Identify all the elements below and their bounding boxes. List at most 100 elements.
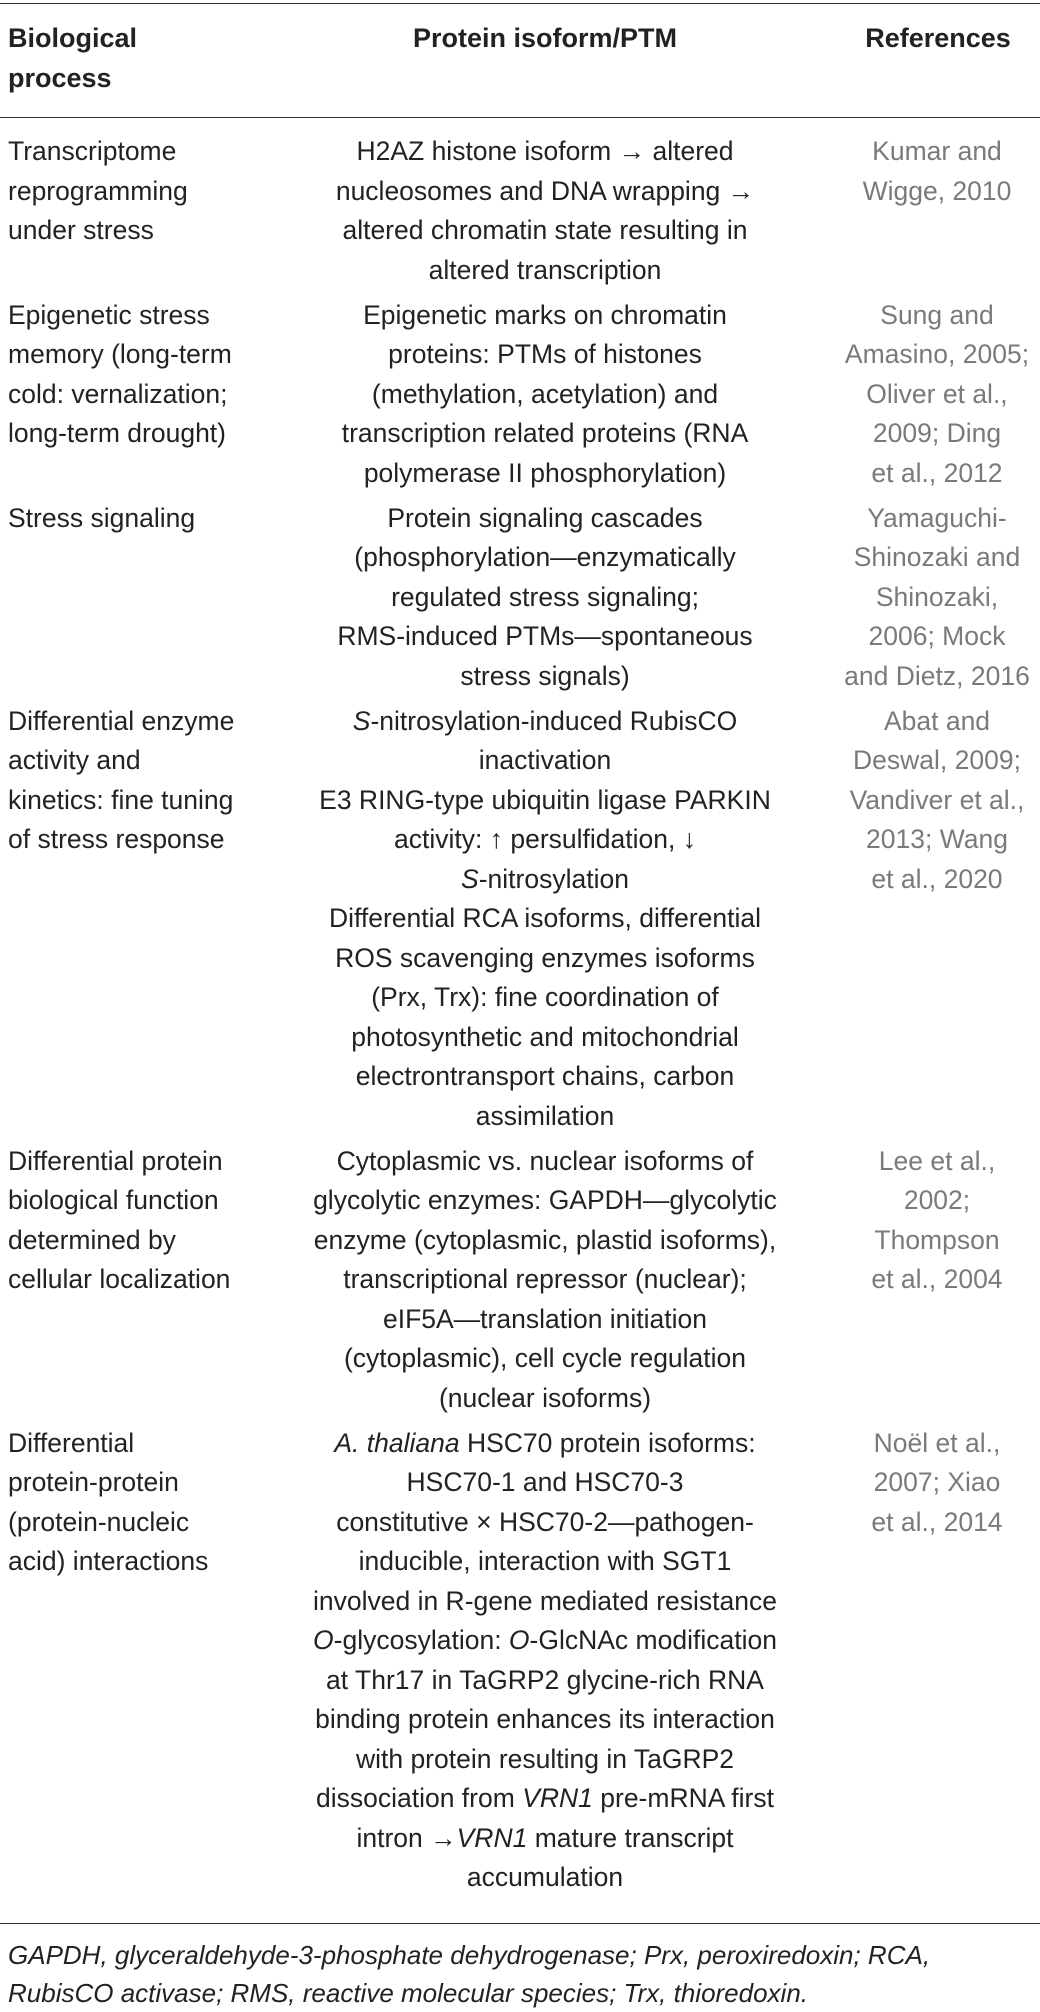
table-row: Epigenetic stress memory (long-term cold: …: [0, 296, 1040, 499]
protein-line: inducible, interaction with SGT1: [358, 1546, 732, 1576]
process-line: Differential protein: [8, 1145, 223, 1176]
protein-line: at Thr17 in TaGRP2 glycine-rich RNA: [326, 1664, 764, 1695]
reference-line: et al., 2012: [871, 457, 1003, 488]
reference-line: 2013; Wang: [866, 824, 1008, 854]
protein-line: (methylation, acetylation) and: [371, 378, 719, 409]
reference-line: Shinozaki and: [853, 542, 1021, 572]
protein-line: RMS-induced PTMs—spontaneous: [337, 621, 753, 651]
protein-line: glycolytic enzymes: GAPDH—glycolytic: [313, 1185, 777, 1215]
protein-line: Cytoplasmic vs. nuclear isoforms of: [336, 1145, 754, 1176]
protein-line: dissociation from VRN1 pre-mRNA first: [315, 1783, 774, 1813]
reference-line: 2007; Xiao: [873, 1467, 1001, 1497]
cell-biological-process: Differential protein-protein (protein-nucl…: [8, 1424, 268, 1582]
protein-line: (phosphorylation—enzymatically: [354, 542, 736, 572]
protein-line: involved in R-gene mediated resistance: [312, 1585, 777, 1616]
italic-term: O: [313, 1625, 334, 1655]
protein-line: transcriptional repressor (nuclear);: [343, 1264, 747, 1294]
header-rule: [0, 117, 1040, 118]
reference-line: Oliver et al.,: [866, 378, 1008, 409]
footer-rule: [0, 1923, 1040, 1924]
process-line: activity and: [8, 745, 141, 775]
top-rule: [0, 3, 1040, 4]
protein-line: enzyme (cytoplasmic, plastid isoforms),: [313, 1224, 777, 1255]
reference-line: Yamaguchi-: [867, 502, 1007, 533]
protein-line: transcription related proteins (RNA: [341, 418, 749, 448]
reference-line: et al., 2004: [871, 1264, 1003, 1294]
italic-term: A. thaliana: [334, 1427, 460, 1458]
protein-line: HSC70-1 and HSC70-3: [406, 1467, 684, 1497]
protein-line: regulated stress signaling;: [391, 581, 699, 612]
protein-line: inactivation: [478, 745, 612, 775]
protein-line: H2AZ histone isoform → altered: [356, 136, 734, 166]
protein-line: altered chromatin state resulting in: [342, 215, 748, 245]
reference-line: Lee et al.,: [878, 1145, 996, 1176]
protein-line: (nuclear isoforms): [438, 1382, 652, 1413]
protein-line: with protein resulting in TaGRP2: [355, 1743, 735, 1774]
protein-line: binding protein enhances its interaction: [315, 1704, 775, 1734]
header-bio-line-1: Biological: [8, 23, 138, 53]
process-line: cellular localization: [8, 1264, 231, 1294]
reference-line: Amasino, 2005;: [844, 339, 1030, 369]
italic-term: S: [461, 863, 479, 894]
table-row: Differential enzyme activity and kinetics:…: [0, 702, 1040, 1142]
protein-line: proteins: PTMs of histones: [388, 339, 702, 369]
process-line: kinetics: fine tuning: [8, 784, 234, 815]
process-line: Differential: [8, 1427, 135, 1458]
protein-line: S-nitrosylation: [461, 863, 629, 894]
italic-term: S: [352, 705, 371, 736]
reference-line: 2006; Mock: [868, 621, 1006, 651]
process-line: of stress response: [8, 824, 225, 854]
process-line: under stress: [8, 215, 154, 245]
table-row: Stress signaling Protein signaling cascad…: [0, 499, 1040, 702]
reference-line: and Dietz, 2016: [844, 660, 1030, 691]
header-references: References: [865, 23, 1011, 53]
process-line: long-term drought): [8, 418, 226, 448]
footnote-line-1: GAPDH, glyceraldehyde-3-phosphate dehydr…: [8, 1940, 931, 1970]
protein-line: accumulation: [466, 1862, 624, 1892]
cell-protein-isoform: Cytoplasmic vs. nuclear isoforms of glyco…: [290, 1142, 800, 1419]
process-line: Epigenetic stress: [8, 299, 210, 330]
protein-line: E3 RING-type ubiquitin ligase PARKIN: [319, 784, 771, 815]
italic-term: VRN1: [456, 1822, 528, 1853]
process-line: memory (long-term: [8, 339, 232, 369]
protein-line: eIF5A—translation initiation: [382, 1303, 708, 1334]
reference-line: et al., 2014: [871, 1506, 1003, 1537]
process-line: biological function: [8, 1185, 219, 1215]
protein-line: Differential RCA isoforms, differential: [328, 903, 762, 933]
header-protein-isoform: Protein isoform/PTM: [412, 23, 677, 53]
cell-protein-isoform: H2AZ histone isoform → altered nucleosome…: [290, 132, 800, 290]
process-line: (protein-nucleic: [8, 1506, 190, 1537]
protein-line: intron →VRN1 mature transcript: [356, 1822, 734, 1853]
cell-biological-process: Stress signaling: [8, 499, 268, 539]
table-header: Biological process Protein isoform/PTM R…: [0, 18, 1040, 118]
protein-line: assimilation: [475, 1100, 615, 1131]
protein-line: (Prx, Trx): fine coordination of: [371, 982, 719, 1012]
cell-protein-isoform: Protein signaling cascades(phosphorylati…: [290, 499, 800, 697]
reference-line: Noël et al.,: [873, 1427, 1001, 1458]
italic-term: O: [508, 1625, 530, 1655]
footnote-line-2: RubisCO activase; RMS, reactive molecula…: [8, 1978, 809, 2008]
protein-line: A. thaliana HSC70 protein isoforms:: [334, 1427, 756, 1458]
cell-biological-process: Epigenetic stress memory (long-term cold: …: [8, 296, 268, 454]
table-row: Differential protein-protein (protein-nucl…: [0, 1424, 1040, 1904]
protein-line: nucleosomes and DNA wrapping →: [335, 175, 755, 206]
protein-line: activity: ↑ persulfidation, ↓: [394, 824, 696, 854]
process-line: protein-protein: [8, 1467, 179, 1497]
reference-line: et al., 2020: [871, 863, 1003, 894]
cell-biological-process: Differential enzyme activity and kinetics:…: [8, 702, 268, 860]
reference-line: Shinozaki,: [875, 581, 999, 612]
process-line: Differential enzyme: [8, 705, 235, 736]
header-biological-process: Biological process: [8, 18, 258, 98]
reference-line: Deswal, 2009;: [853, 745, 1021, 775]
process-line: cold: vernalization;: [8, 378, 228, 409]
process-line: reprogramming: [8, 175, 188, 206]
process-line: Stress signaling: [8, 502, 196, 533]
